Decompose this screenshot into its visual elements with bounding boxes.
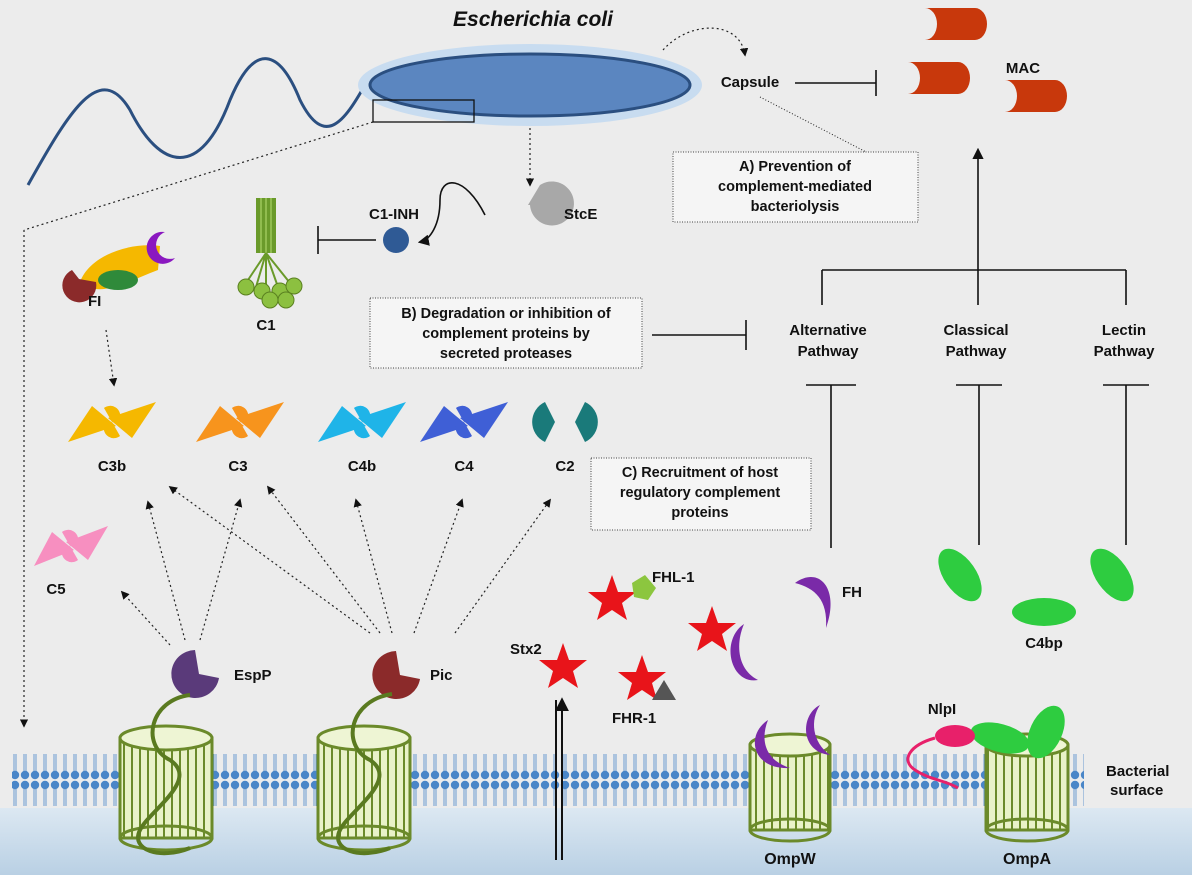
fhr1-protein <box>652 680 676 700</box>
classical-pathway-2: Pathway <box>946 343 1008 360</box>
espp-barrel <box>118 693 214 856</box>
c4-label: C4 <box>454 458 474 475</box>
c3-protein <box>196 402 284 442</box>
stx2-stars <box>539 575 736 700</box>
pic-label: Pic <box>430 667 453 684</box>
c2-protein <box>532 402 598 442</box>
box-a-line3: bacteriolysis <box>751 199 840 215</box>
box-b-line2: complement proteins by <box>422 326 590 342</box>
alt-pathway-1: Alternative <box>789 322 867 339</box>
fh-protein <box>795 577 831 628</box>
box-c <box>590 457 812 531</box>
capsule-label: Capsule <box>721 74 779 91</box>
c3b-label: C3b <box>98 458 126 475</box>
box-b-line3: secreted proteases <box>440 346 572 362</box>
pic-barrel <box>316 692 412 856</box>
ompa-label: OmpA <box>1003 851 1051 868</box>
nlpi-anchor <box>906 736 959 790</box>
zoom-box <box>372 99 475 123</box>
c4bp-label: C4bp <box>1025 635 1063 652</box>
mac-label: MAC <box>1006 60 1040 77</box>
fhr1-label: FHR-1 <box>612 710 656 727</box>
stx2-label: Stx2 <box>510 641 542 658</box>
stce-cleave-arrow <box>417 182 486 246</box>
box-b <box>369 297 643 369</box>
fh-label: FH <box>842 584 862 601</box>
box-a-line2: complement-mediated <box>718 179 872 195</box>
zoom-line <box>23 121 374 231</box>
fhl1-label: FHL-1 <box>652 569 695 586</box>
fh-bound-stx <box>730 624 758 681</box>
surface-label-2: surface <box>1110 782 1163 799</box>
c5-protein <box>34 526 108 566</box>
stce-label: StcE <box>564 206 597 223</box>
nlpi-label: NlpI <box>928 701 956 718</box>
nlpi-protein <box>935 725 975 747</box>
box-a-line1: A) Prevention of <box>739 159 851 175</box>
bacterium-cell <box>368 52 692 118</box>
mac-complex <box>908 8 1067 112</box>
c3b-protein <box>68 402 156 442</box>
espp-label: EspP <box>234 667 272 684</box>
box-c-line3: proteins <box>671 505 728 521</box>
fi-label: FI <box>88 293 101 310</box>
c4-protein <box>420 402 508 442</box>
surface-label-1: Bacterial <box>1106 763 1169 780</box>
title: Escherichia coli <box>453 8 614 31</box>
c3-label: C3 <box>228 458 247 475</box>
ompw-label: OmpW <box>764 851 816 868</box>
espp-protein <box>171 650 219 698</box>
ompw-barrel <box>748 705 832 843</box>
box-c-line2: regulatory complement <box>620 485 781 501</box>
lectin-pathway-2: Pathway <box>1094 343 1156 360</box>
box-b-line1: B) Degradation or inhibition of <box>401 306 611 322</box>
box-c-line1: C) Recruitment of host <box>622 465 778 481</box>
stce-protein <box>528 181 574 226</box>
c5-label: C5 <box>46 581 65 598</box>
flagellum <box>26 57 367 186</box>
fhl1-protein <box>632 575 656 600</box>
c4bp-proteins <box>938 548 1134 626</box>
fi-complex <box>62 231 175 303</box>
ompa-barrel <box>970 705 1070 843</box>
fi-arrow <box>105 329 118 387</box>
c1-complex <box>237 198 303 309</box>
c1-label: C1 <box>256 317 275 334</box>
capsule-box-connector <box>759 96 869 154</box>
c1-inh-protein <box>383 227 409 253</box>
c1-inh-label: C1-INH <box>369 206 419 223</box>
c2-label: C2 <box>555 458 574 475</box>
protease-arrows <box>120 485 551 646</box>
pic-protein <box>372 651 420 699</box>
c4b-label: C4b <box>348 458 376 475</box>
classical-pathway-1: Classical <box>943 322 1008 339</box>
capsule-arrow <box>662 27 749 57</box>
c4b-protein <box>318 402 406 442</box>
alt-pathway-2: Pathway <box>798 343 860 360</box>
box-a <box>672 151 919 223</box>
lectin-pathway-1: Lectin <box>1102 322 1146 339</box>
